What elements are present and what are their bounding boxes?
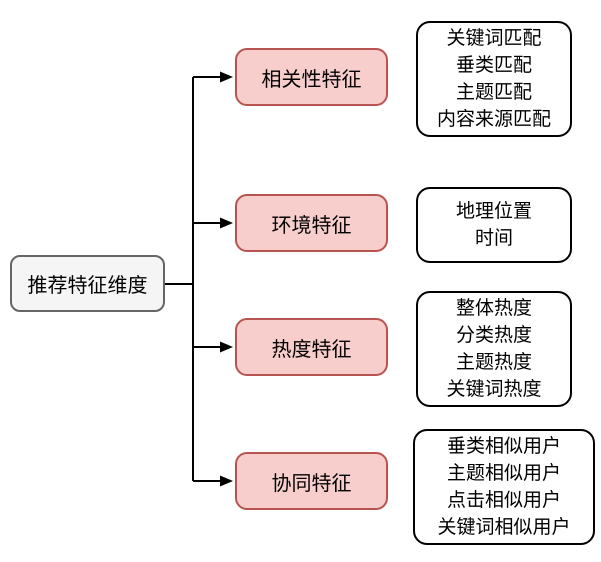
branch-node-popularity: 热度特征 bbox=[235, 318, 388, 376]
root-node-label: 推荐特征维度 bbox=[27, 275, 148, 297]
arrowhead-branch-4 bbox=[220, 475, 233, 487]
branch-node-collaboration: 协同特征 bbox=[235, 452, 388, 510]
leaf-item: 主题相似用户 bbox=[446, 463, 561, 484]
leaf-item: 内容来源匹配 bbox=[436, 109, 551, 130]
leaf-box-environment-items: 地理位置 时间 bbox=[416, 187, 572, 263]
leaf-item: 关键词热度 bbox=[446, 379, 542, 400]
leaf-box-popularity-items: 整体热度 分类热度 主题热度 关键词热度 bbox=[416, 291, 572, 407]
branch-node-label: 环境特征 bbox=[271, 214, 352, 237]
leaf-box-collaboration-items: 垂类相似用户 主题相似用户 点击相似用户 关键词相似用户 bbox=[413, 429, 595, 545]
branch-node-label: 协同特征 bbox=[271, 472, 352, 495]
leaf-box-relevance-items: 关键词匹配 垂类匹配 主题匹配 内容来源匹配 bbox=[416, 21, 572, 137]
leaf-item: 分类热度 bbox=[455, 325, 532, 346]
leaf-item: 主题热度 bbox=[455, 352, 532, 373]
leaf-item: 关键词相似用户 bbox=[437, 517, 571, 538]
leaf-item: 点击相似用户 bbox=[446, 490, 561, 511]
leaf-item: 整体热度 bbox=[455, 298, 532, 319]
branch-node-relevance: 相关性特征 bbox=[235, 48, 388, 106]
branch-node-label: 热度特征 bbox=[271, 338, 352, 361]
leaf-item: 时间 bbox=[474, 228, 513, 249]
leaf-item: 垂类相似用户 bbox=[446, 436, 561, 457]
arrowhead-branch-3 bbox=[220, 341, 233, 353]
arrowhead-branch-1 bbox=[220, 71, 233, 83]
leaf-item: 地理位置 bbox=[455, 201, 532, 222]
arrowhead-branch-2 bbox=[220, 217, 233, 229]
root-node: 推荐特征维度 bbox=[10, 255, 165, 312]
leaf-item: 主题匹配 bbox=[455, 82, 532, 103]
branch-node-environment: 环境特征 bbox=[235, 194, 388, 252]
branch-node-label: 相关性特征 bbox=[261, 68, 362, 91]
leaf-item: 垂类匹配 bbox=[455, 55, 532, 76]
leaf-item: 关键词匹配 bbox=[446, 28, 542, 49]
